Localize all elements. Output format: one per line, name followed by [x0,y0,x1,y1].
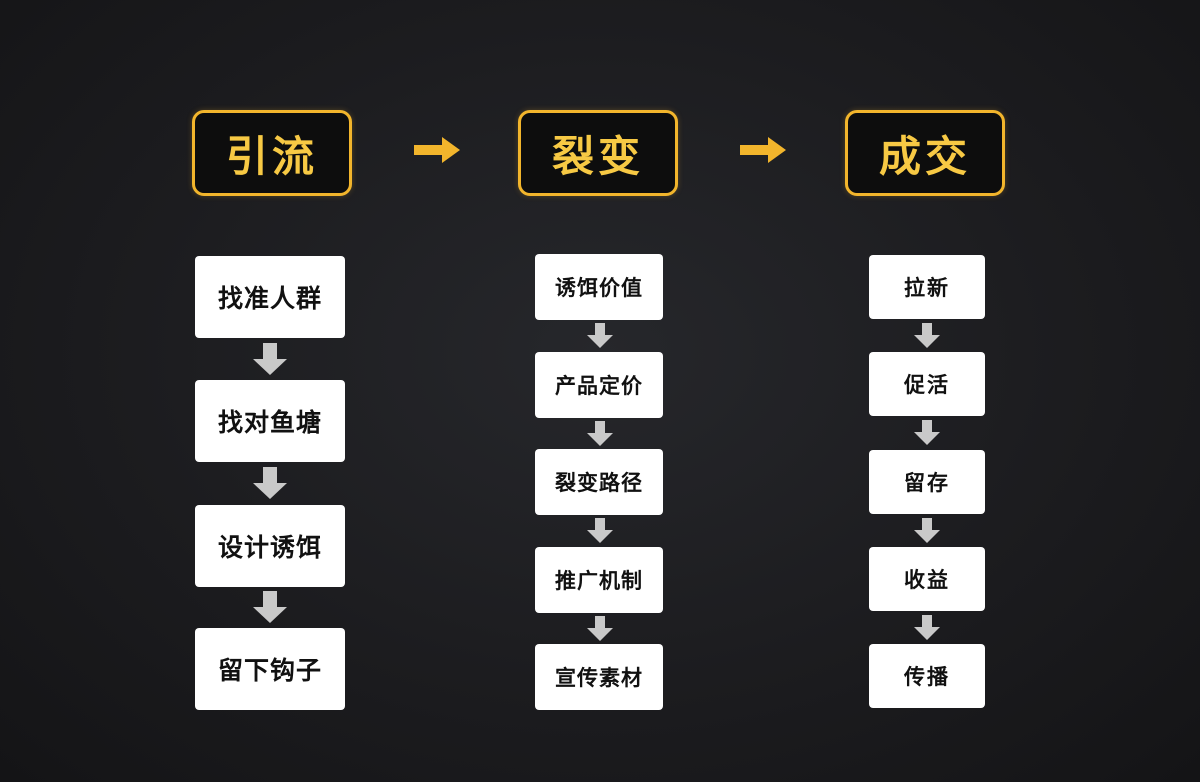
step-box: 留下钩子 [195,628,345,710]
step-box: 设计诱饵 [195,505,345,587]
down-arrow-icon [587,518,613,543]
step-box: 拉新 [869,255,985,319]
step-box: 找准人群 [195,256,345,338]
down-arrow-icon [253,467,287,499]
right-arrow-icon [740,137,786,163]
step-box: 诱饵价值 [535,254,663,320]
step-box: 宣传素材 [535,644,663,710]
step-box: 留存 [869,450,985,514]
step-box: 传播 [869,644,985,708]
step-box: 裂变路径 [535,449,663,515]
step-box: 推广机制 [535,547,663,613]
step-box: 产品定价 [535,352,663,418]
right-arrow-icon [414,137,460,163]
step-box: 找对鱼塘 [195,380,345,462]
down-arrow-icon [914,323,940,348]
down-arrow-icon [587,323,613,348]
down-arrow-icon [253,343,287,375]
step-box: 收益 [869,547,985,611]
down-arrow-icon [914,615,940,640]
down-arrow-icon [587,616,613,641]
step-box: 促活 [869,352,985,416]
down-arrow-icon [253,591,287,623]
down-arrow-icon [914,420,940,445]
stage-header-fission: 裂变 [518,110,678,196]
stage-header-conversion: 成交 [845,110,1005,196]
down-arrow-icon [587,421,613,446]
down-arrow-icon [914,518,940,543]
stage-header-traffic: 引流 [192,110,352,196]
